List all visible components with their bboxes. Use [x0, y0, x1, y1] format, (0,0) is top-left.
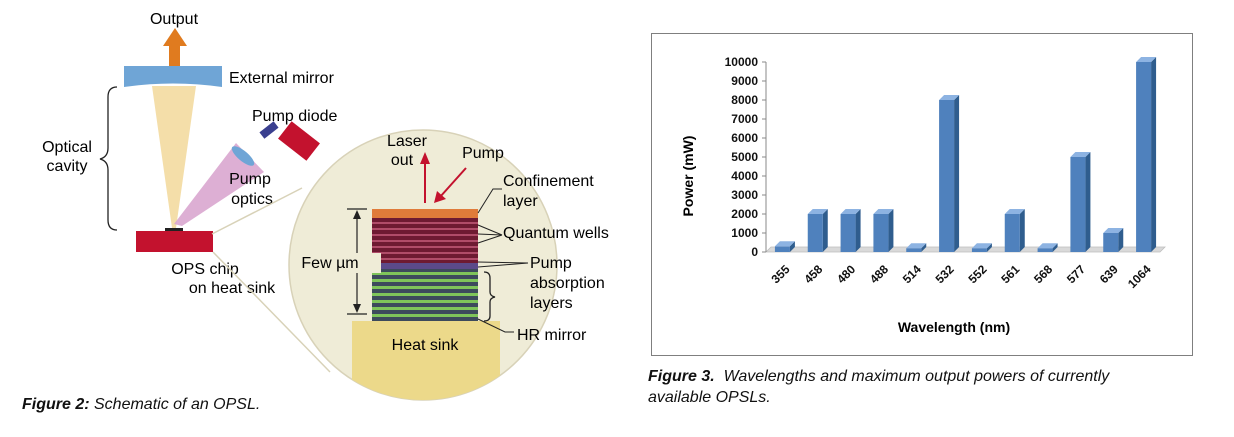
pump-diode-label: Pump diode [252, 108, 337, 125]
hr-mirror-label: HR mirror [517, 327, 587, 344]
y-tick-label: 6000 [731, 131, 758, 145]
pump-absorption-label-2: absorption [530, 275, 605, 292]
y-tick-label: 2000 [731, 207, 758, 221]
pump-optics-label-2: optics [231, 191, 273, 208]
figure-3-caption-line-2: available OPSLs. [648, 389, 771, 406]
pump-diode [278, 121, 320, 161]
magnifier-line-bottom [212, 251, 331, 373]
bar-458 [807, 209, 828, 252]
pump-diode-emitter [259, 121, 279, 139]
pump-absorption-brace [483, 271, 496, 322]
figure-3-caption-label: Figure 3. [648, 368, 715, 385]
bar-561 [1004, 209, 1025, 252]
y-tick-label: 1000 [731, 226, 758, 240]
pump-optics-lens [231, 146, 255, 166]
x-tick-label: 561 [998, 262, 1022, 286]
y-tick-label: 3000 [731, 188, 758, 202]
y-axis-label: Power (mW) [680, 136, 696, 217]
confinement-layer [372, 209, 478, 218]
optical-cavity-brace [99, 86, 118, 231]
bar-514 [906, 243, 927, 252]
x-tick-label: 639 [1097, 262, 1121, 286]
y-tick-label: 8000 [731, 93, 758, 107]
bar-552 [971, 243, 992, 252]
output-arrow-icon [163, 28, 187, 66]
pump-beam [174, 143, 264, 226]
ops-chip-label-1: OPS chip [171, 261, 239, 278]
chart-floor [765, 246, 1166, 253]
leader-lines [477, 188, 529, 333]
bar-568 [1037, 243, 1058, 252]
pump-absorption-interface [372, 263, 478, 269]
cavity-beam [152, 86, 196, 228]
x-tick-label: 1064 [1125, 262, 1154, 291]
external-mirror [124, 66, 222, 87]
bar-355 [774, 241, 795, 252]
quantum-wells-label: Quantum wells [503, 225, 609, 242]
laser-out-label-2: out [391, 152, 414, 169]
x-tick-label: 488 [867, 262, 891, 286]
pump-absorption-label-1: Pump [530, 255, 572, 272]
confinement-label-2: layer [503, 193, 538, 210]
opsl-schematic: Output External mirror Optical cavity Pu… [42, 11, 609, 401]
optical-cavity-label-2: cavity [47, 158, 88, 175]
laser-out-arrow-icon [420, 152, 430, 203]
y-tick-label: 5000 [731, 150, 758, 164]
heat-sink-block [352, 321, 500, 400]
figure-2-caption: Figure 2: Schematic of an OPSL. [22, 394, 260, 415]
x-tick-label: 355 [768, 262, 792, 286]
quantum-well-stack [372, 218, 478, 263]
few-um-label: Few µm [301, 255, 358, 272]
ops-chip-heat-sink [136, 231, 213, 252]
y-tick-label: 9000 [731, 74, 758, 88]
x-tick-label: 514 [900, 262, 924, 286]
y-tick-label: 10000 [725, 55, 759, 69]
x-tick-label: 552 [965, 262, 989, 286]
x-tick-label: 458 [801, 262, 825, 286]
pump-optics-label-1: Pump [229, 171, 271, 188]
bar-1064 [1136, 57, 1157, 252]
y-tick-label: 0 [751, 245, 758, 259]
x-tick-label: 568 [1031, 262, 1055, 286]
magnifier-line-top [211, 187, 303, 235]
x-axis-label: Wavelength (nm) [898, 319, 1010, 335]
output-label: Output [150, 11, 199, 28]
bar-480 [840, 209, 861, 252]
bar-639 [1103, 228, 1124, 252]
bar-577 [1070, 152, 1091, 252]
figure-2-caption-label: Figure 2: [22, 396, 90, 413]
figure-3-caption: Figure 3. Wavelengths and maximum output… [648, 366, 1109, 408]
pump-label: Pump [462, 145, 504, 162]
y-tick-label: 7000 [731, 112, 758, 126]
pump-absorption-label-3: layers [530, 295, 573, 312]
heat-sink-label: Heat sink [392, 337, 460, 354]
laser-out-label-1: Laser [387, 133, 428, 150]
confinement-label-1: Confinement [503, 173, 594, 190]
power-bar-chart: 0 1000 2000 3000 4000 5000 6000 7000 8000 9000 100… [680, 55, 1166, 335]
y-tick-label: 4000 [731, 169, 758, 183]
figure-3-caption-line-1: Wavelengths and maximum output powers of… [714, 368, 1110, 385]
figure-2-caption-text: Schematic of an OPSL. [89, 396, 261, 413]
optical-cavity-label-1: Optical [42, 139, 92, 156]
bar-532 [939, 95, 960, 252]
bar-488 [873, 209, 894, 252]
ops-chip-label-2: on heat sink [189, 280, 276, 297]
hr-mirror-stack [372, 269, 478, 321]
ops-chip [165, 228, 183, 231]
pump-arrow-icon [434, 167, 467, 203]
x-tick-label: 480 [834, 262, 858, 286]
x-tick-label: 532 [933, 262, 957, 286]
power-chart-frame: 0 1000 2000 3000 4000 5000 6000 7000 8000 9000 100… [651, 33, 1193, 356]
x-tick-label: 577 [1064, 262, 1088, 286]
external-mirror-label: External mirror [229, 70, 335, 87]
